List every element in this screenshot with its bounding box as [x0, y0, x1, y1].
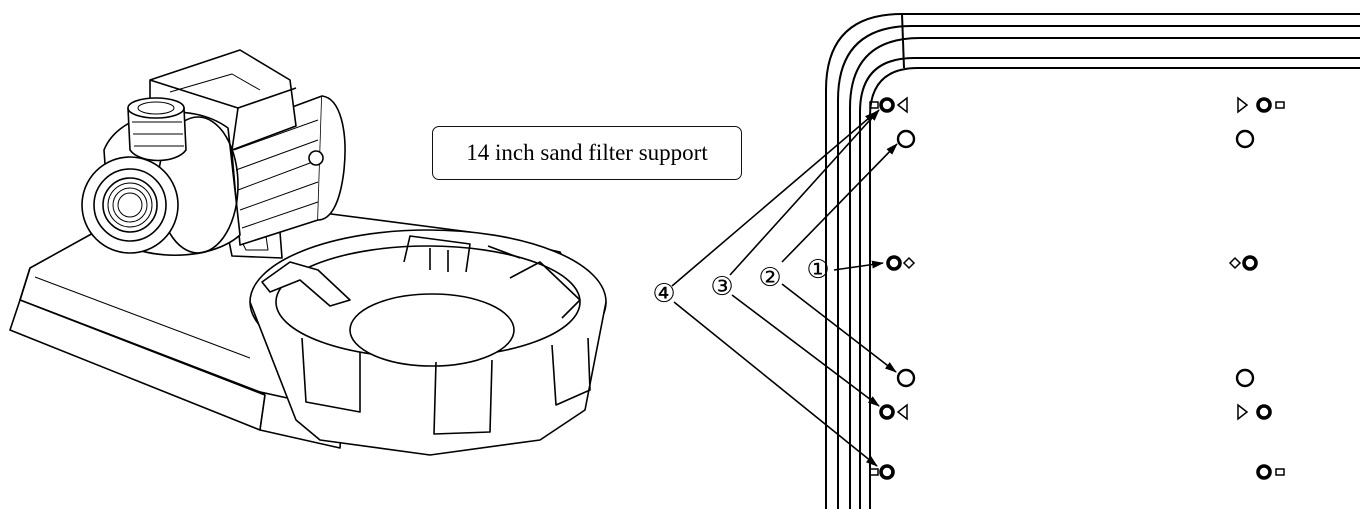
callout-1: ① — [806, 255, 829, 285]
leader-4-top — [671, 111, 877, 287]
leader-3-top — [729, 109, 880, 276]
pump-base-illustration — [9, 49, 607, 456]
leader-1 — [833, 260, 884, 271]
leader-2-bottom — [781, 283, 897, 373]
leader-2-top — [781, 143, 898, 263]
bold-holes — [879, 97, 1272, 480]
callout-2: ② — [758, 263, 781, 293]
leader-3-bottom — [731, 294, 880, 407]
callout-3: ③ — [710, 272, 733, 302]
callout-4: ④ — [652, 279, 675, 309]
leader-lines — [671, 109, 898, 467]
part-title-label: 14 inch sand filter support — [432, 126, 742, 180]
top-view-frame — [825, 13, 1360, 509]
leader-4-bottom — [673, 301, 878, 467]
hole-markers — [869, 96, 1285, 476]
